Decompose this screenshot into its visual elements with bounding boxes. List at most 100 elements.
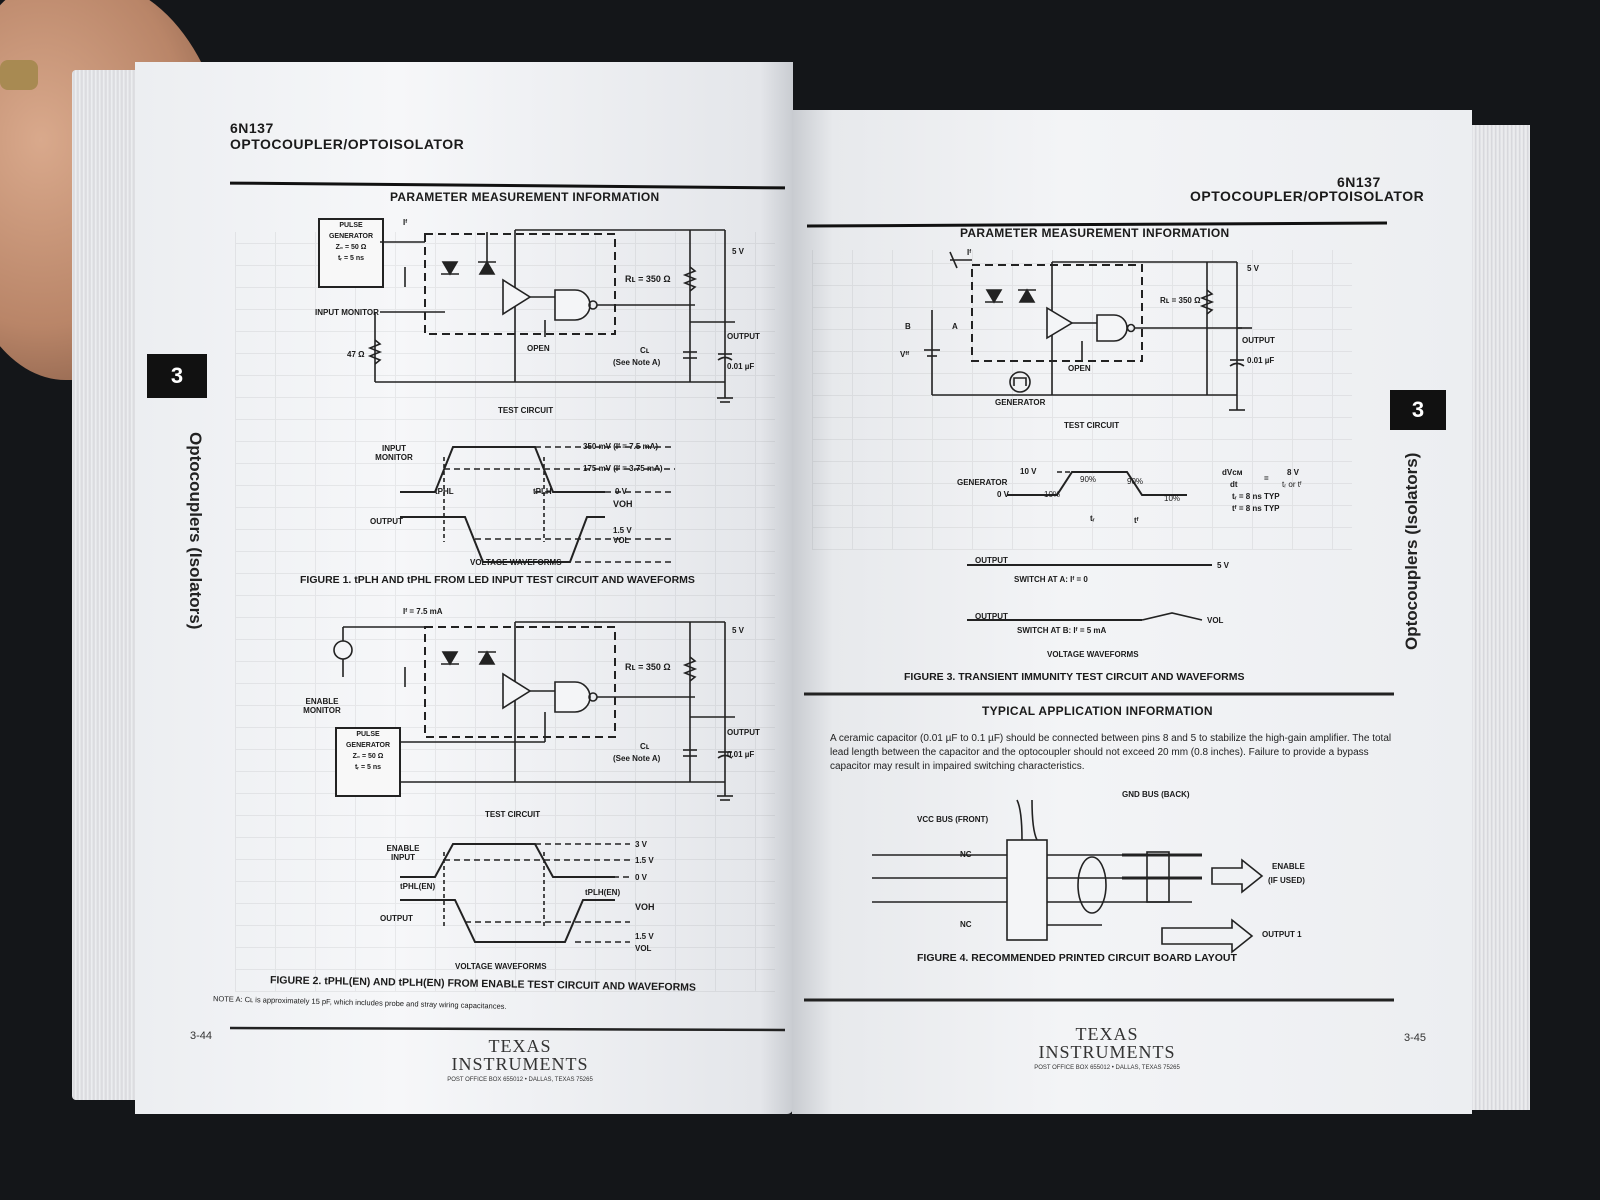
pulse-generator2-line1: PULSE — [356, 731, 380, 738]
wave2-tphl-en: tPHL(EN) — [400, 882, 436, 891]
switch-a-label: A — [952, 322, 958, 331]
formula-numerator: dVᴄᴍ — [1222, 468, 1243, 477]
wave2-v15: 1.5 V — [635, 932, 654, 941]
wave2-output: OUTPUT — [380, 914, 413, 923]
wave3-output1: OUTPUT — [975, 556, 1008, 565]
enable-label: ENABLE — [1272, 862, 1305, 871]
wave1-vol: VOL — [613, 536, 630, 545]
wave2-voltage-waveforms: VOLTAGE WAVEFORMS — [455, 962, 547, 971]
cap-label-2: 0.01 µF — [727, 750, 755, 759]
wave1-level-mid: 175 mV (Iᶠ = 3.75 mA) — [583, 464, 663, 473]
figure-1-caption: FIGURE 1. tPLH AND tPHL FROM LED INPUT T… — [300, 574, 695, 586]
wave2-tplh-en: tPLH(EN) — [585, 888, 621, 897]
device-title: OPTOCOUPLER/OPTOISOLATOR — [230, 136, 465, 152]
rl-label-2: Rʟ = 350 Ω — [625, 662, 671, 672]
switch-a-condition: SWITCH AT A: Iᶠ = 0 — [1014, 575, 1088, 584]
wave2-level-15v: 1.5 V — [635, 856, 654, 865]
pulse-generator-line2: GENERATOR — [328, 233, 374, 240]
figure-4-caption: FIGURE 4. RECOMMENDED PRINTED CIRCUIT BO… — [917, 952, 1237, 964]
wave2-voh: VOH — [635, 902, 655, 912]
wave3-vol: VOL — [1207, 616, 1224, 625]
right-page: 6N137 OPTOCOUPLER/OPTOISOLATOR PARAMETER… — [792, 110, 1472, 1114]
tr-typical: tᵣ = 8 ns TYP — [1232, 492, 1280, 501]
wave2-vol: VOL — [635, 944, 652, 953]
logo-line1: TEXAS — [488, 1036, 552, 1056]
supply-label-2: 5 V — [732, 626, 745, 635]
pulse-generator-box: PULSE GENERATOR Z₀ = 50 Ω tᵣ = 5 ns — [318, 218, 384, 288]
switch-b-label: B — [905, 322, 911, 331]
input-monitor-label: INPUT MONITOR — [315, 308, 379, 317]
wave3-p90b: 90% — [1127, 477, 1144, 486]
typical-application-text: A ceramic capacitor (0.01 µF to 0.1 µF) … — [830, 733, 1392, 772]
formula-result-numerator: 8 V — [1287, 468, 1300, 477]
pulse-generator-line1: PULSE — [339, 222, 363, 229]
wave3-v10: 10 V — [1020, 467, 1037, 476]
ring — [0, 60, 38, 90]
page-number-left: 3-44 — [190, 1030, 213, 1042]
ti-logo-right: TEXAS INSTRUMENTS POST OFFICE BOX 655012… — [1022, 1025, 1192, 1071]
wave2-level-0v: 0 V — [635, 873, 648, 882]
pulse-generator2-line3: Z₀ = 50 Ω — [352, 753, 384, 760]
output-label-1: OUTPUT — [727, 332, 760, 341]
logo-line2-right: INSTRUMENTS — [1038, 1042, 1176, 1062]
if-label-2: Iᶠ = 7.5 mA — [403, 607, 443, 616]
resistor-47-label: 47 Ω — [347, 350, 365, 359]
output-label-2: OUTPUT — [727, 728, 760, 737]
address-left: POST OFFICE BOX 655012 • DALLAS, TEXAS 7… — [447, 1077, 593, 1083]
section-tab-number-right: 3 — [1390, 390, 1446, 430]
pulse-generator-line4: tᵣ = 5 ns — [337, 255, 365, 262]
figure-3-caption: FIGURE 3. TRANSIENT IMMUNITY TEST CIRCUI… — [904, 671, 1245, 683]
output1-label: OUTPUT 1 — [1262, 930, 1302, 939]
wave3-tr: tᵣ — [1090, 514, 1095, 523]
wave3-v5: 5 V — [1217, 561, 1230, 570]
pulse-generator2-line4: tᵣ = 5 ns — [354, 764, 382, 771]
if-label-3: Iᶠ — [967, 248, 972, 257]
schematic-figure-1 — [229, 229, 786, 1032]
cl-label-2: Cʟ — [640, 742, 650, 751]
generator-label: GENERATOR — [995, 398, 1046, 407]
cap-label-1: 0.01 µF — [727, 362, 755, 371]
wave1-v15: 1.5 V — [613, 526, 632, 535]
section-title-right: PARAMETER MEASUREMENT INFORMATION — [960, 226, 1230, 240]
test-circuit-label-1: TEST CIRCUIT — [498, 406, 554, 415]
if-used-label: (IF USED) — [1268, 876, 1305, 885]
rl-label-1: Rʟ = 350 Ω — [625, 274, 671, 284]
wave3-generator: GENERATOR — [957, 478, 1008, 487]
formula-denominator: dt — [1230, 480, 1238, 489]
wave3-voltage-waveforms: VOLTAGE WAVEFORMS — [1047, 650, 1139, 659]
pulse-generator-line3: Z₀ = 50 Ω — [335, 244, 367, 251]
if-label-1: Iᶠ — [403, 218, 408, 227]
schematic-figure-3-4 — [804, 251, 1394, 1002]
formula-equals: = — [1264, 474, 1269, 483]
wave1-level-hi: 350 mV (Iᶠ = 7.5 mA) — [583, 442, 659, 451]
wave3-p10b: 10% — [1164, 494, 1181, 503]
vff-label: Vᶠᶠ — [900, 350, 910, 359]
rl-label-3: Rʟ = 350 Ω — [1160, 296, 1201, 305]
test-circuit-label-2: TEST CIRCUIT — [485, 810, 541, 819]
wave3-p90a: 90% — [1080, 475, 1097, 484]
wave1-voh: VOH — [613, 499, 633, 509]
wave3-p10a: 10% — [1044, 490, 1061, 499]
nc-label-2: NC — [960, 920, 972, 929]
cap-label-3: 0.01 µF — [1247, 356, 1275, 365]
wave3-output2: OUTPUT — [975, 612, 1008, 621]
wave1-tplh: tPLH — [533, 487, 552, 496]
pulse-generator2-line2: GENERATOR — [345, 742, 391, 749]
device-title-right: OPTOCOUPLER/OPTOISOLATOR — [1190, 188, 1425, 204]
logo-line1-right: TEXAS — [1075, 1024, 1139, 1044]
test-circuit-label-3: TEST CIRCUIT — [1064, 421, 1120, 430]
output-label-3: OUTPUT — [1242, 336, 1275, 345]
vcc-bus-label: VCC BUS (FRONT) — [917, 815, 989, 824]
wave1-tphl: tPHL — [435, 487, 454, 496]
wave1-voltage-waveforms: VOLTAGE WAVEFORMS — [470, 558, 562, 567]
open-label-1: OPEN — [527, 344, 550, 353]
part-number-right: 6N137 — [1337, 174, 1381, 190]
part-number: 6N137 — [230, 120, 274, 136]
see-note-1: (See Note A) — [613, 358, 661, 367]
enable-monitor-label: ENABLE MONITOR — [303, 697, 341, 715]
tf-typical: tᶠ = 8 ns TYP — [1232, 504, 1280, 513]
supply-label-1: 5 V — [732, 247, 745, 256]
pulse-generator-box-2: PULSE GENERATOR Z₀ = 50 Ω tᵣ = 5 ns — [335, 727, 401, 797]
wave2-enable-input: ENABLE INPUT — [386, 844, 420, 862]
cl-label-1: Cʟ — [640, 346, 650, 355]
